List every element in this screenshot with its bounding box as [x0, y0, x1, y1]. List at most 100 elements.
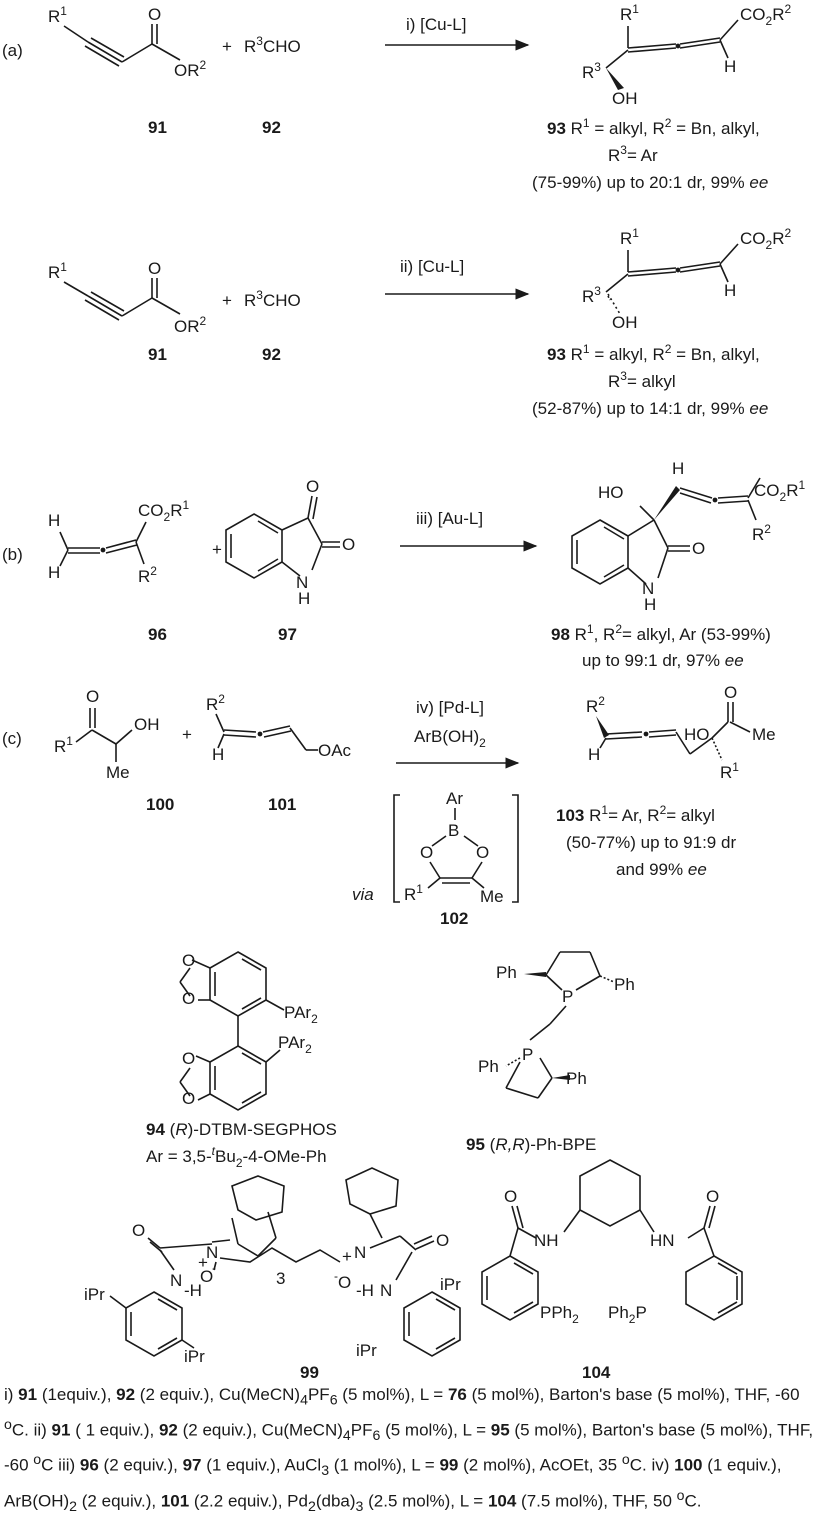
prod-98-yield: up to 99:1 dr, 97% ee: [582, 651, 744, 670]
svg-text:H: H: [672, 459, 684, 478]
ligand-94-name: 94 (R)-DTBM-SEGPHOS: [146, 1120, 337, 1139]
compound-101: R2 H OAc: [206, 692, 352, 764]
svg-text:O: O: [706, 1187, 719, 1206]
svg-text:NH: NH: [534, 1231, 559, 1250]
svg-text:O: O: [420, 843, 433, 862]
svg-text:O: O: [182, 1049, 195, 1068]
svg-text:O: O: [692, 539, 705, 558]
ligand-104: NH HN O O PPh2 Ph2P: [481, 1159, 743, 1326]
ligand-95-name: 95 (R,R)-Ph-BPE: [466, 1135, 596, 1154]
svg-text:-H: -H: [356, 1281, 374, 1300]
label-92-a1: 92: [262, 118, 281, 137]
prod-93-a1-r3: R3= Ar: [608, 143, 658, 165]
svg-text:Ph: Ph: [566, 1069, 587, 1088]
svg-text:R1: R1: [620, 2, 639, 24]
svg-text:Ph: Ph: [496, 963, 517, 982]
svg-text:H: H: [724, 281, 736, 300]
reaction-scheme: (a) R1 O OR2 + R3CHO 91 92 i) [Cu-L] R1 …: [2, 2, 805, 1380]
section-c-tag: (c): [2, 729, 22, 748]
svg-text:O: O: [436, 1231, 449, 1250]
ligand-95-ph-bpe: Ph P Ph P Ph Ph: [478, 951, 635, 1099]
svg-text:H: H: [48, 563, 60, 582]
svg-text:+: +: [198, 1253, 208, 1272]
svg-text:R2: R2: [752, 522, 771, 544]
prod-98-desc: 98 R1, R2= alkyl, Ar (53-99%): [551, 622, 771, 644]
svg-text:iPr: iPr: [84, 1285, 105, 1304]
label-91-a1: 91: [148, 118, 167, 137]
svg-text:OH: OH: [612, 89, 638, 108]
ligand-99: + N O N -H O - 3 N + O O - -H N iPr: [84, 1167, 461, 1366]
svg-text:CO2R1: CO2R1: [138, 498, 189, 524]
prod-103-yield2: and 99% ee: [616, 860, 707, 879]
svg-text:HO: HO: [598, 483, 624, 502]
svg-text:N: N: [170, 1271, 182, 1290]
svg-text:H: H: [48, 511, 60, 530]
svg-text:B: B: [448, 821, 459, 840]
svg-text:CO2R1: CO2R1: [754, 478, 805, 504]
reagent-iv-bottom: ArB(OH)2: [414, 727, 486, 750]
svg-text:O: O: [342, 535, 355, 554]
compound-100: O R1 OH Me: [54, 687, 160, 782]
svg-text:O: O: [86, 687, 99, 706]
reagent-ii: ii) [Cu-L]: [400, 257, 464, 276]
label-101: 101: [268, 795, 296, 814]
svg-text:O: O: [148, 259, 161, 278]
via-label: via: [352, 885, 374, 904]
label-96: 96: [148, 625, 167, 644]
aldehyde-92-a1: R3CHO: [244, 34, 301, 56]
svg-text:OH: OH: [612, 313, 638, 332]
ligand-104-num: 104: [582, 1363, 611, 1380]
svg-text:O: O: [182, 951, 195, 970]
product-98: O N H HO H CO2R1 R2: [571, 459, 805, 614]
prod-93-a2-desc: 93 R1 = alkyl, R2 = Bn, alkyl,: [547, 342, 760, 364]
label-92-a2: 92: [262, 345, 281, 364]
svg-text:R1: R1: [404, 882, 423, 904]
product-103: R2 H HO O Me R1: [586, 683, 776, 782]
prod-103-desc: 103 R1= Ar, R2= alkyl: [556, 803, 715, 825]
svg-text:O: O: [338, 1273, 351, 1292]
svg-text:H: H: [298, 589, 310, 608]
svg-text:iPr: iPr: [184, 1347, 205, 1366]
compound-96: H H CO2R1 R2: [48, 498, 189, 586]
section-b-tag: (b): [2, 545, 23, 564]
svg-text:Ar: Ar: [446, 789, 463, 808]
svg-text:P: P: [562, 987, 573, 1006]
aldehyde-92-a2: R3CHO: [244, 288, 301, 310]
ligand-99-num: 99: [300, 1363, 319, 1380]
plus-b: +: [212, 540, 222, 559]
svg-text:OAc: OAc: [318, 741, 352, 760]
svg-text:-: -: [334, 1269, 338, 1283]
ligand-94-segphos: O O PAr2 O O PAr2: [179, 951, 318, 1111]
svg-text:R1: R1: [54, 734, 73, 756]
label-91-a2: 91: [148, 345, 167, 364]
svg-text:N: N: [296, 573, 308, 592]
svg-text:O: O: [148, 5, 161, 24]
svg-text:R1: R1: [48, 260, 67, 282]
intermediate-102: Ar B O O R1 Me: [393, 789, 519, 906]
svg-text:iPr: iPr: [356, 1341, 377, 1360]
svg-text:OR2: OR2: [174, 58, 207, 80]
svg-text:Ph2P: Ph2P: [608, 1303, 647, 1326]
svg-text:R1: R1: [720, 760, 739, 782]
svg-text:Ph: Ph: [614, 975, 635, 994]
prod-93-a2-yield: (52-87%) up to 14:1 dr, 99% ee: [532, 399, 768, 418]
conditions-caption: i) 91 (1equiv.), 92 (2 equiv.), Cu(MeCN)…: [4, 1385, 814, 1516]
prod-103-yield: (50-77%) up to 91:9 dr: [566, 833, 736, 852]
prod-93-a1-desc: 93 R1 = alkyl, R2 = Bn, alkyl,: [547, 116, 760, 138]
svg-text:O: O: [306, 477, 319, 496]
ligand-94-ar: Ar = 3,5-tBu2-4-OMe-Ph: [146, 1144, 327, 1170]
svg-text:H: H: [588, 745, 600, 764]
compound-91-a2: R1 O OR2: [48, 259, 207, 336]
product-93-a2: R1 CO2R2 H R3 OH: [582, 226, 791, 332]
svg-text:3: 3: [276, 1269, 285, 1288]
svg-text:R3: R3: [582, 284, 601, 306]
compound-91-a: R1 O OR2: [48, 4, 207, 80]
svg-text:P: P: [522, 1045, 533, 1064]
svg-text:H: H: [212, 745, 224, 764]
prod-93-a2-r3: R3= alkyl: [608, 369, 676, 391]
svg-text:Me: Me: [480, 887, 504, 906]
svg-text:O: O: [724, 683, 737, 702]
svg-text:O: O: [182, 1089, 195, 1108]
compound-97-isatin: O O N H: [225, 477, 355, 608]
label-97: 97: [278, 625, 297, 644]
